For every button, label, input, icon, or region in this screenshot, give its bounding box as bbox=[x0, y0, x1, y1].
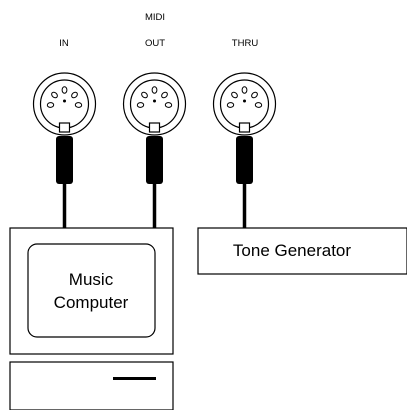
computer-label-line2: Computer bbox=[54, 293, 129, 312]
label-out: OUT bbox=[145, 38, 165, 49]
computer-base bbox=[9, 361, 174, 410]
label-midi: MIDI bbox=[145, 12, 165, 23]
cable-thru bbox=[236, 136, 253, 234]
cable-in bbox=[56, 136, 73, 234]
midi-in-connector-icon bbox=[32, 72, 97, 136]
tone-generator-box bbox=[197, 227, 407, 275]
tone-generator-label: Tone Generator bbox=[233, 241, 351, 260]
label-thru: THRU bbox=[232, 38, 259, 49]
midi-out-connector-icon bbox=[122, 72, 187, 136]
cable-out bbox=[146, 136, 163, 234]
computer-label-line1: Music bbox=[69, 270, 114, 289]
disk-slot bbox=[113, 377, 156, 380]
midi-thru-connector-icon bbox=[212, 72, 277, 136]
computer-screen bbox=[27, 243, 156, 338]
label-in: IN bbox=[59, 38, 69, 49]
